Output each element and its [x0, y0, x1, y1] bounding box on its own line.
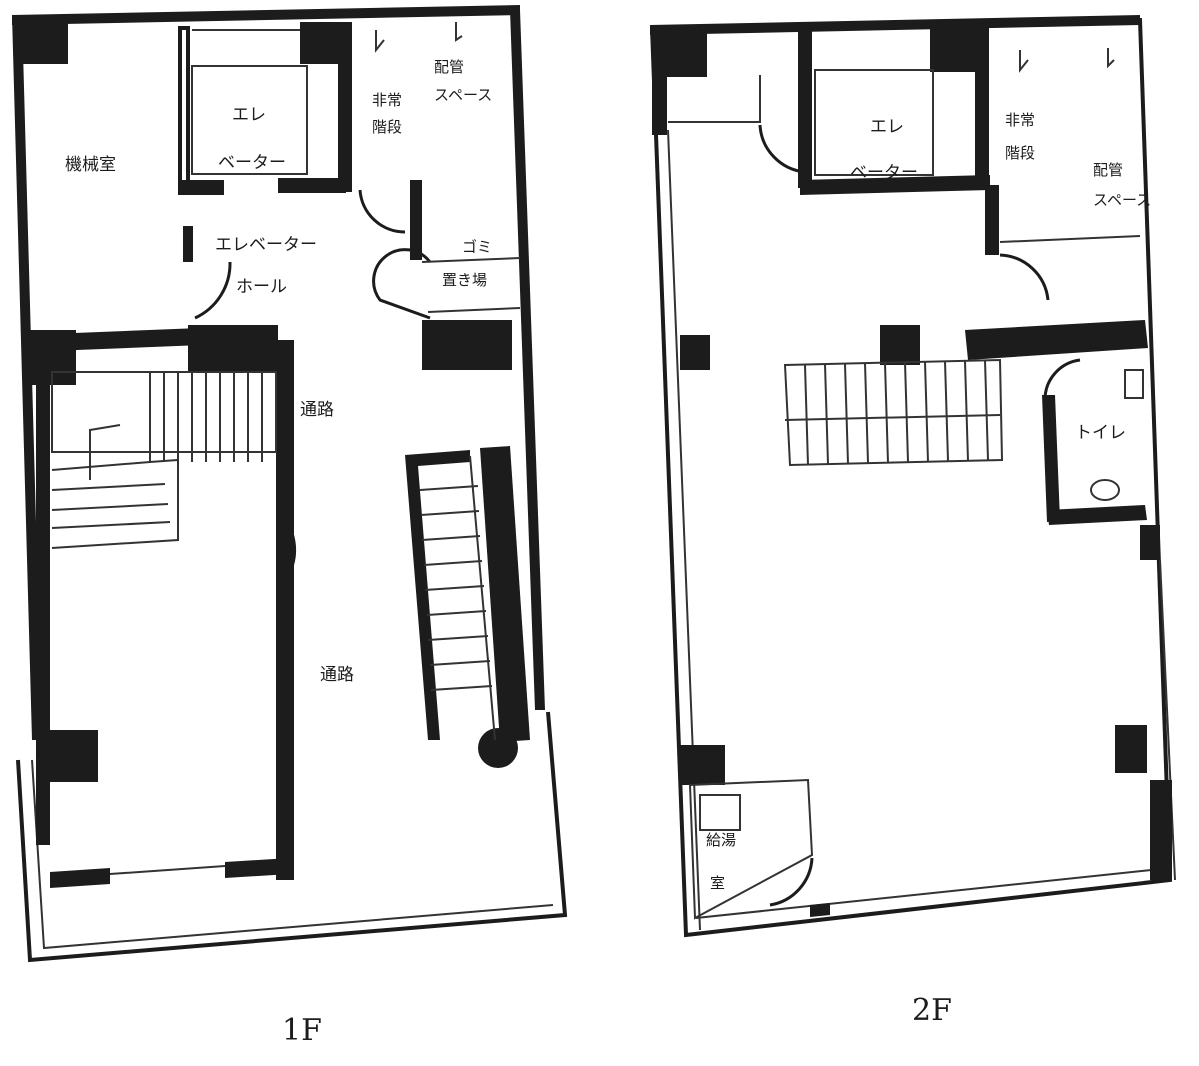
1f-pipe-divider	[469, 455, 496, 741]
1f-label-stairs-a: 非常	[372, 91, 402, 109]
2f-door-stairs	[999, 253, 1050, 301]
2f-door-toilet	[1043, 358, 1081, 399]
2f-toilet-sink-icon	[1124, 369, 1144, 399]
1f-outer-wall-right	[510, 10, 545, 710]
1f-bottom-outline	[16, 711, 568, 963]
1f-label-passage-2: 通路	[320, 665, 354, 685]
2f-label-kitchen-a: 給湯	[706, 831, 736, 849]
1f-door-stairs	[358, 189, 406, 234]
1f-elevator-bottom-wall-b	[278, 178, 346, 193]
1f-elevator-bottom-wall-a	[178, 180, 224, 195]
1f-shop-left-wall	[36, 375, 50, 845]
1f-internal-stairs	[51, 371, 277, 549]
1f-label-stairs-b: 階段	[372, 118, 402, 136]
1f-label-garbage-a: ゴミ	[462, 238, 492, 256]
2f-label-stairs-b: 階段	[1005, 144, 1035, 162]
1f-column-right	[422, 320, 512, 370]
1f-arrow-icon-down	[455, 22, 463, 42]
2f-column-ml	[680, 335, 710, 370]
2f-door-storage	[758, 124, 806, 174]
1f-label-piping-a: 配管	[434, 58, 464, 76]
1f-column-bl	[40, 730, 98, 782]
1f-pipe-shaft-steps	[419, 485, 493, 691]
2f-outer-outline	[649, 17, 1173, 938]
1f-label-elevator-b: ベーター	[218, 153, 286, 173]
2f-column-tr	[930, 28, 980, 72]
2f-sink-icon	[699, 794, 741, 831]
2f-kitchen-outline	[688, 778, 814, 920]
1f-label-hall-a: エレベーター	[215, 235, 317, 255]
1f-door-garbage	[372, 248, 432, 320]
2f-bottom-stub	[810, 903, 830, 917]
1f-shop-bottom-glass	[109, 865, 226, 875]
2f-right-window-line	[1159, 559, 1176, 881]
2f-label-elevator-a: エレ	[870, 117, 904, 137]
2f-right-wall-low	[1150, 780, 1172, 880]
2f-label-toilet: トイレ	[1075, 423, 1126, 443]
1f-door-machine-room	[194, 261, 232, 320]
2f-stairs-bottom-line	[999, 235, 1141, 243]
1f-hall-wall-stub	[183, 226, 193, 262]
1f-pipe-core	[480, 446, 530, 742]
floor-plan-2f: エレ ベーター 非常 階段 配管 スペース トイレ 給湯 室 2F	[649, 15, 1176, 1028]
2f-toilet-left-wall	[1042, 395, 1060, 522]
1f-garbage-top	[421, 257, 521, 263]
1f-label-passage: 通路	[300, 400, 334, 420]
2f-column-r	[1140, 525, 1160, 560]
1f-door-shop	[280, 514, 297, 578]
1f-label-garbage-b: 置き場	[442, 271, 487, 289]
2f-column-tl	[652, 25, 707, 77]
1f-label-elevator-a: エレ	[232, 105, 266, 125]
1f-elevator-car	[191, 65, 308, 175]
2f-label-stairs-a: 非常	[1005, 111, 1035, 129]
2f-left-window-line	[667, 129, 701, 931]
2f-arrow-icon-up	[1019, 50, 1029, 73]
1f-column-tl	[20, 20, 68, 64]
1f-shop-bottom-wall	[50, 868, 110, 888]
2f-column-mr	[1115, 725, 1147, 773]
1f-elevator-left-wall	[178, 26, 190, 195]
2f-toilet-bottom-wall	[1047, 505, 1147, 525]
1f-round-column	[478, 728, 518, 768]
1f-label-piping-b: スペース	[434, 86, 492, 104]
1f-label-hall-b: ホール	[236, 277, 287, 297]
2f-storage-outline	[668, 75, 761, 123]
1f-stair-divider-wall	[410, 180, 422, 260]
2f-elevator-car	[814, 69, 934, 176]
1f-garbage-bottom	[427, 307, 521, 313]
2f-center-wall	[965, 320, 1148, 360]
1f-outer-wall-top	[12, 5, 520, 25]
2f-internal-stairs	[783, 358, 1004, 467]
1f-shop-bottom-wall-b	[225, 858, 290, 878]
2f-stair-divider-wall	[985, 185, 999, 255]
1f-label-machine-room: 機械室	[65, 155, 116, 175]
2f-elevator-bottom-wall	[800, 175, 990, 195]
2f-floor-label: 2F	[912, 993, 952, 1028]
1f-arrow-icon-up	[375, 30, 385, 53]
1f-elevator-right-wall	[338, 22, 352, 192]
1f-pipe-wall	[405, 450, 470, 740]
2f-label-piping-a: 配管	[1093, 161, 1123, 179]
floor-plan-1f: 機械室 エレ ベーター エレベーター ホール 非常 階段 配管 スペース ゴミ …	[12, 5, 568, 1048]
1f-column-mc	[188, 325, 278, 373]
2f-elevator-right-wall	[975, 28, 989, 188]
2f-left-wall-top	[652, 75, 667, 135]
2f-column-bl	[680, 745, 725, 785]
2f-toilet-bowl-icon	[1090, 479, 1120, 501]
2f-elevator-left-wall	[798, 28, 812, 188]
2f-column-mc	[880, 325, 920, 365]
2f-label-kitchen-b: 室	[710, 874, 725, 892]
2f-bottom-inner-line	[695, 867, 1171, 919]
2f-label-piping-b: スペース	[1093, 191, 1151, 209]
2f-door-kitchen	[769, 857, 814, 907]
2f-label-elevator-b: ベーター	[850, 163, 918, 183]
2f-arrow-icon-down	[1107, 48, 1115, 69]
1f-shop-right-wall	[276, 340, 294, 880]
1f-floor-label: 1F	[282, 1013, 322, 1048]
